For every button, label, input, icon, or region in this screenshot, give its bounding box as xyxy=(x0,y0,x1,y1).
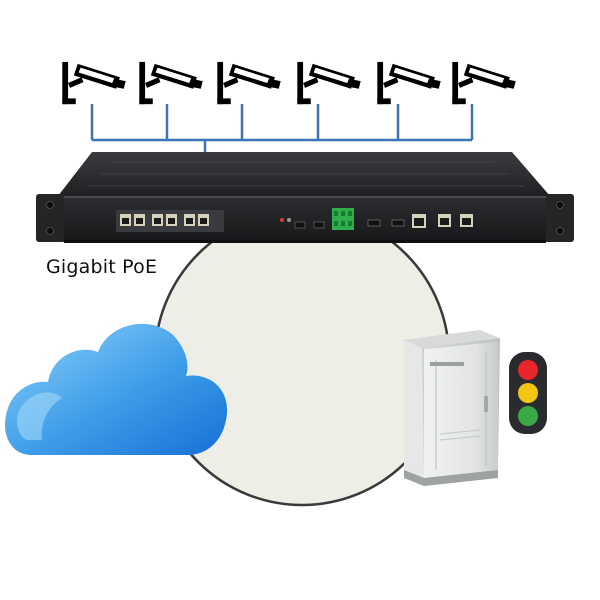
cctv-camera-icon xyxy=(297,61,361,105)
cctv-camera-icon xyxy=(452,61,516,105)
traffic-light-yellow xyxy=(518,383,538,403)
cctv-camera-icon xyxy=(139,61,203,105)
traffic-light-red xyxy=(518,360,538,380)
cctv-camera-icon xyxy=(377,61,441,105)
traffic-light-icon xyxy=(509,352,547,434)
cloud-icon xyxy=(5,323,228,455)
switch-label: Gigabit PoE xyxy=(46,256,158,278)
traffic-light-green xyxy=(518,406,538,426)
cctv-camera-icon xyxy=(217,61,281,105)
cctv-camera-icon xyxy=(62,61,126,105)
outdoor-cabinet xyxy=(402,330,500,486)
terminal-block xyxy=(332,208,354,230)
poe-lan-ports xyxy=(116,210,224,232)
camera-row xyxy=(62,61,516,105)
poe-switch xyxy=(36,152,574,243)
